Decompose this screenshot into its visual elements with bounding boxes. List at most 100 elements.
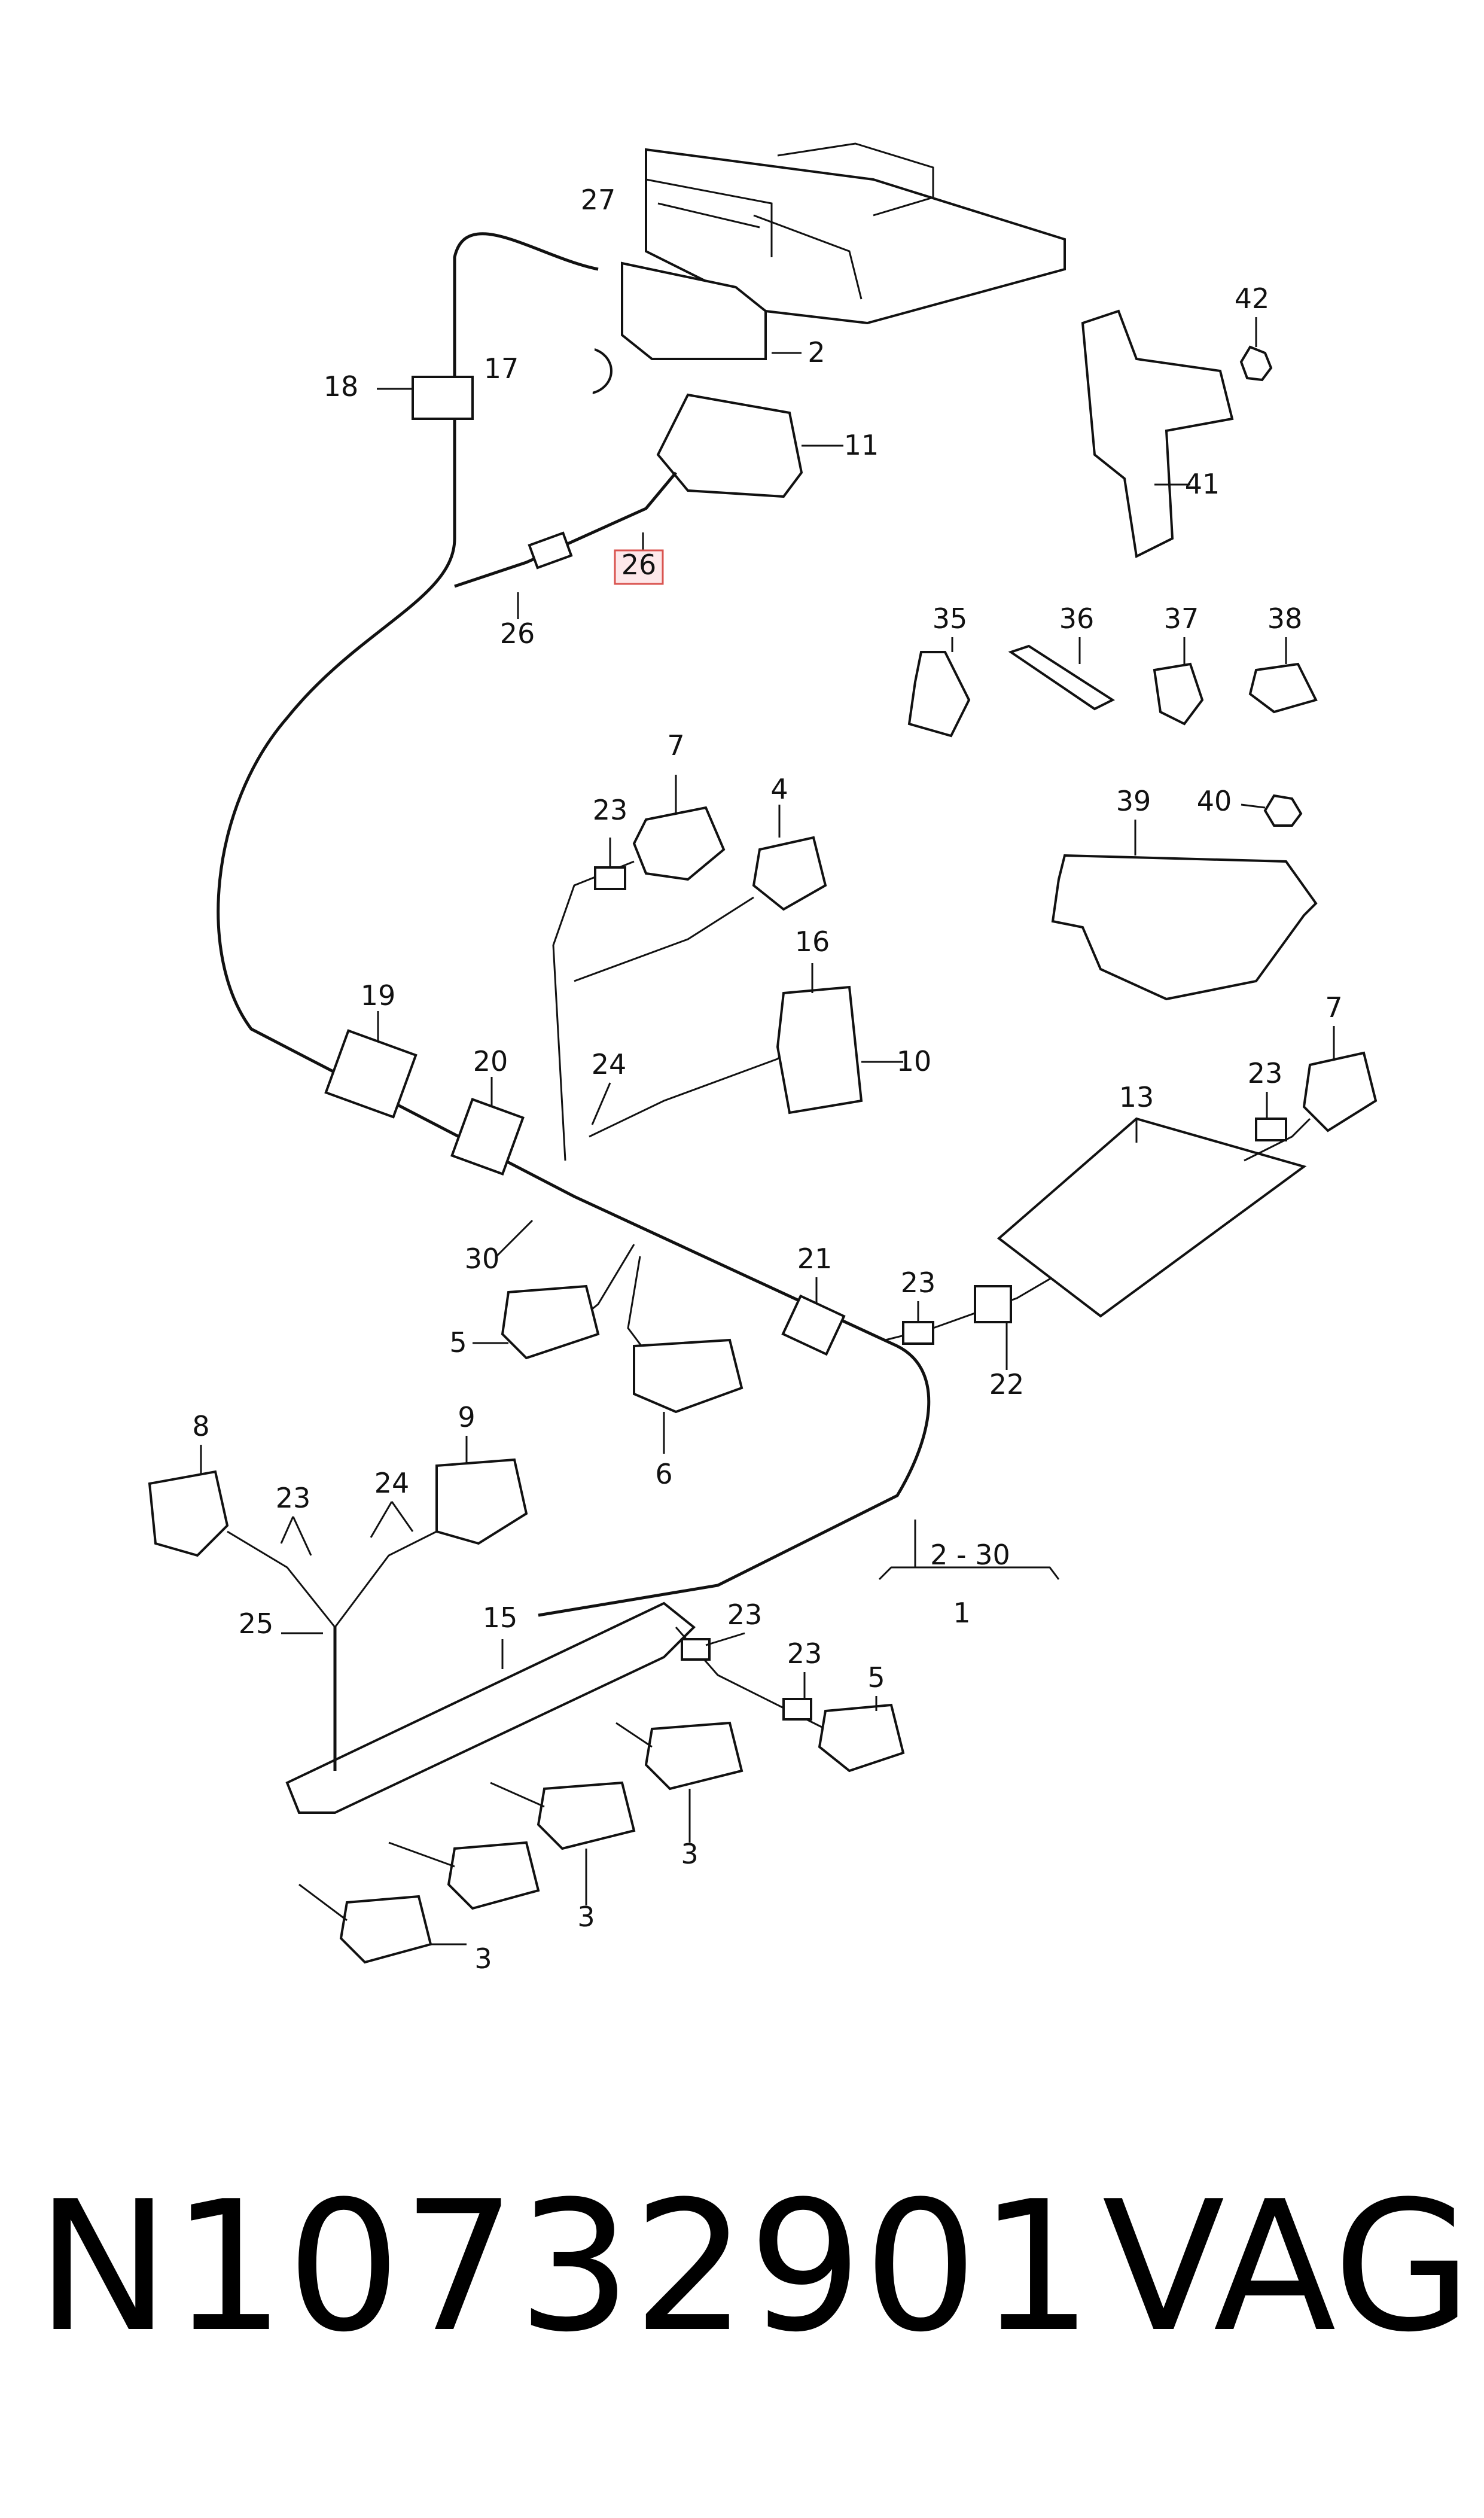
- callout-number: 13: [1119, 1081, 1154, 1113]
- callout-3: 3: [577, 1901, 595, 1933]
- callout-35: 35: [933, 602, 968, 635]
- callout-23: 23: [1248, 1057, 1283, 1089]
- callout-24: 24: [374, 1467, 410, 1499]
- footer: N10732901 VAG: [0, 2178, 1484, 2429]
- callout-number: 23: [727, 1599, 763, 1631]
- connector-7: [632, 806, 726, 881]
- callout-number: 36: [1059, 602, 1095, 635]
- callout-number: 11: [844, 429, 879, 461]
- wire-to-4: [574, 896, 754, 982]
- callout-number: 23: [901, 1266, 936, 1299]
- nut-42: [1239, 345, 1273, 382]
- callout-number: 41: [1185, 468, 1220, 500]
- callout-16: 16: [795, 925, 830, 958]
- callout-41: 41: [1185, 468, 1220, 500]
- callout-4: 4: [770, 773, 788, 805]
- clip-22: [974, 1285, 1012, 1323]
- callout-23: 23: [276, 1482, 311, 1514]
- callout-26: 26: [614, 549, 664, 585]
- callout-number: 23: [1248, 1057, 1283, 1089]
- callout-number: 21: [797, 1243, 833, 1275]
- callout-number: 2 - 30: [930, 1539, 1010, 1571]
- clip-18: [412, 376, 474, 420]
- callout-37: 37: [1164, 602, 1199, 635]
- sleeve-23-upper: [594, 866, 626, 890]
- callout-number: 25: [239, 1607, 274, 1640]
- connector-2: [621, 261, 802, 360]
- callout-number: 3: [474, 1942, 492, 1975]
- callout-27: 27: [581, 184, 616, 216]
- sleeve-21: [781, 1294, 846, 1356]
- callout-number: 2: [807, 336, 825, 369]
- callout-30: 30: [465, 1243, 500, 1275]
- wire-to-7-right: [1244, 1118, 1311, 1162]
- callout-21: 21: [797, 1243, 833, 1275]
- callout-number: 26: [621, 549, 657, 581]
- callout-36: 36: [1059, 602, 1095, 635]
- callout-number: 40: [1197, 785, 1232, 817]
- sleeve-23-mid: [902, 1321, 934, 1345]
- callout-number: 18: [324, 370, 359, 403]
- callout-8: 8: [192, 1410, 209, 1442]
- callout-number: 22: [989, 1368, 1025, 1400]
- group-bracket-1: [878, 1566, 1060, 1581]
- pad-13: [997, 1117, 1307, 1318]
- callout-23: 23: [593, 794, 628, 826]
- callout-42: 42: [1235, 282, 1270, 315]
- callout-7: 7: [1325, 991, 1342, 1024]
- harness-branch-26: [454, 471, 677, 588]
- callout-number: 6: [655, 1458, 672, 1490]
- callout-23: 23: [787, 1637, 822, 1670]
- callout-number: 20: [473, 1045, 508, 1077]
- sleeve-26: [528, 531, 573, 570]
- callout-23: 23: [901, 1266, 936, 1299]
- part-number: N10732901: [36, 2163, 1095, 2371]
- plate-36: [1008, 644, 1116, 711]
- callout-number: 23: [593, 794, 628, 826]
- callout-number: 27: [581, 184, 616, 216]
- callout-number: 17: [484, 352, 519, 385]
- callout-number: 3: [577, 1901, 595, 1933]
- callout-17: 17: [484, 352, 519, 385]
- callout-25: 25: [239, 1607, 274, 1640]
- callout-5: 5: [867, 1661, 885, 1694]
- callout-number: 3: [681, 1838, 698, 1870]
- callout-5: 5: [449, 1326, 467, 1359]
- injector-connectors-3: [298, 1721, 743, 1964]
- clip-38: [1248, 662, 1318, 714]
- connector-4: [752, 836, 827, 911]
- wire-to-6: [627, 1256, 647, 1353]
- callout-number: 24: [592, 1048, 627, 1080]
- nut-40: [1263, 794, 1303, 827]
- callout-3: 3: [474, 1942, 492, 1975]
- callout-38: 38: [1267, 602, 1303, 635]
- callout-22: 22: [989, 1368, 1025, 1400]
- callout-2-30: 2 - 30: [930, 1539, 1010, 1571]
- callout-39: 39: [1116, 785, 1151, 817]
- callout-1: 1: [953, 1597, 970, 1629]
- engine-control-unit: [645, 142, 1066, 325]
- callout-number: 26: [500, 617, 535, 650]
- callout-number: 38: [1267, 602, 1303, 635]
- callout-2: 2: [807, 336, 825, 369]
- sleeve-20: [450, 1098, 525, 1176]
- callout-number: 4: [770, 773, 788, 805]
- callout-number: 5: [867, 1661, 885, 1694]
- callout-number: 42: [1235, 282, 1270, 315]
- connector-5: [501, 1284, 600, 1360]
- callout-number: 10: [897, 1045, 932, 1077]
- callout-3: 3: [681, 1838, 698, 1870]
- clip-37: [1153, 662, 1204, 726]
- wire-to-8: [227, 1530, 336, 1628]
- callout-19: 19: [361, 979, 396, 1012]
- connector-7-right: [1302, 1051, 1378, 1132]
- callout-number: 23: [787, 1637, 822, 1670]
- callout-number: 1: [953, 1597, 970, 1629]
- connector-6: [633, 1338, 743, 1414]
- main-harness-trunk: [217, 232, 931, 1617]
- callout-number: 5: [449, 1326, 467, 1359]
- callout-18: 18: [324, 370, 359, 403]
- callout-26: 26: [500, 617, 535, 650]
- bracket-41: [1081, 309, 1234, 559]
